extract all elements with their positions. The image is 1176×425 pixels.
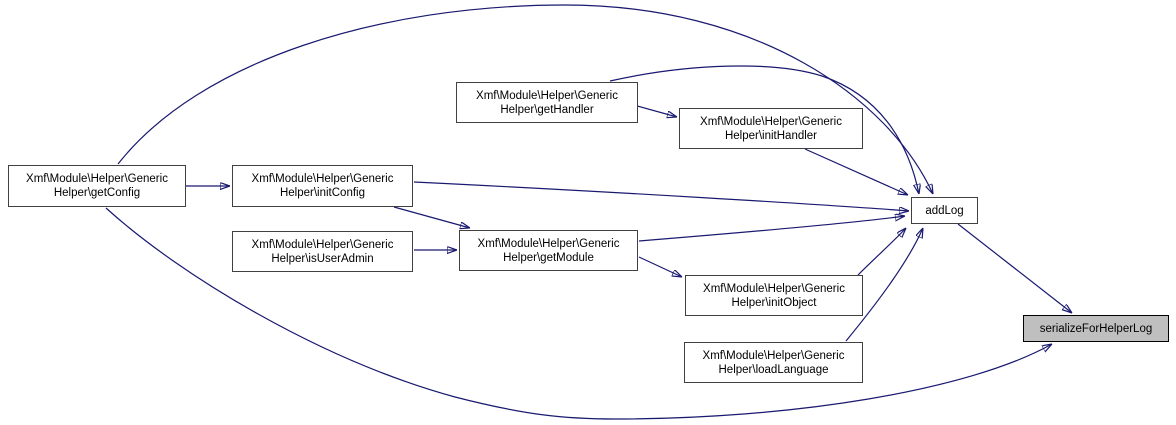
node-loadlanguage[interactable]: Xmf\Module\Helper\Generic Helper\loadLan… xyxy=(684,342,863,383)
node-inithandler[interactable]: Xmf\Module\Helper\Generic Helper\initHan… xyxy=(679,108,863,149)
edge-initObject-addLog xyxy=(857,228,906,276)
edge-initConfig-getModule xyxy=(393,206,470,228)
node-isuseradmin[interactable]: Xmf\Module\Helper\Generic Helper\isUserA… xyxy=(232,231,413,272)
node-initconfig[interactable]: Xmf\Module\Helper\Generic Helper\initCon… xyxy=(232,165,413,207)
node-addlog[interactable]: addLog xyxy=(911,197,978,224)
node-gethandler[interactable]: Xmf\Module\Helper\Generic Helper\getHand… xyxy=(456,82,638,123)
node-getconfig[interactable]: Xmf\Module\Helper\Generic Helper\getConf… xyxy=(8,165,186,207)
edge-initHandler-addLog xyxy=(804,148,908,195)
node-serializeforhelperlog-current[interactable]: serializeForHelperLog xyxy=(1023,315,1169,342)
edge-getConfig-addLog xyxy=(117,4,933,194)
edge-loadLanguage-addLog xyxy=(845,228,923,342)
edge-initConfig-addLog xyxy=(413,181,909,211)
edge-getModule-initObject xyxy=(638,256,682,277)
node-initobject[interactable]: Xmf\Module\Helper\Generic Helper\initObj… xyxy=(685,275,863,316)
edge-getHandler-addLog xyxy=(609,65,919,194)
edge-addLog-serializeForHelperLog xyxy=(957,223,1072,313)
edge-getConfig-serializeForHelperLog xyxy=(105,207,1052,420)
edge-getModule-addLog xyxy=(638,216,905,242)
node-getmodule[interactable]: Xmf\Module\Helper\Generic Helper\getModu… xyxy=(459,230,638,271)
